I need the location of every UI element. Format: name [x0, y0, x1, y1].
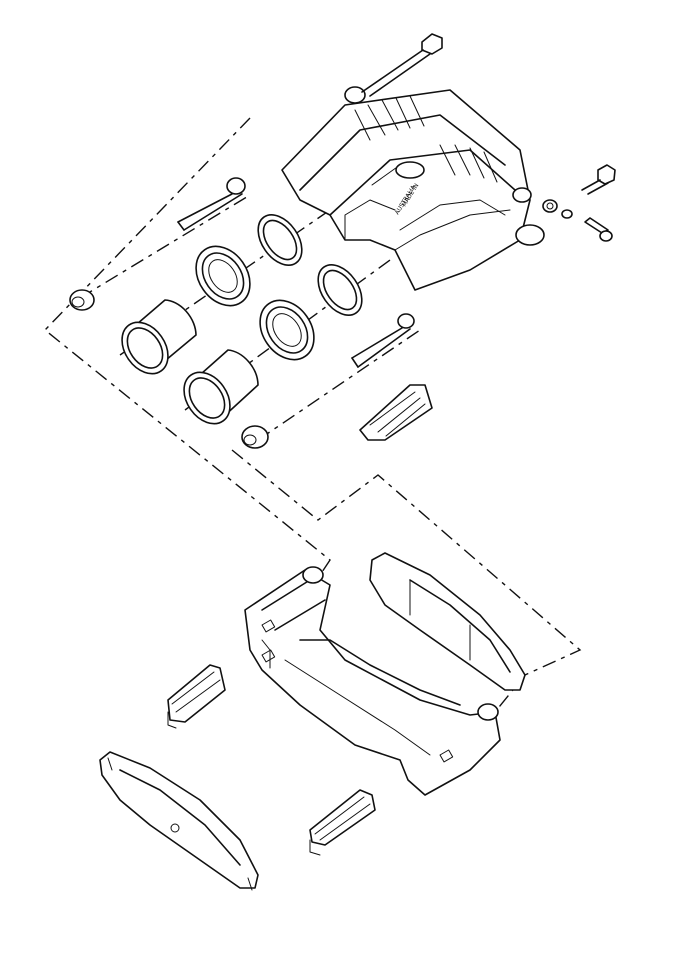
piston-seal-ring-lower [317, 264, 363, 316]
piston-seal-ring-upper [257, 214, 303, 266]
slide-pin-upper [177, 177, 246, 231]
brake-pad-inner [99, 751, 259, 891]
piston-upper [121, 299, 197, 375]
caliper-housing: MADE IN AUSTRALIA [281, 86, 545, 291]
guide-bolt-upper [361, 33, 443, 97]
slide-pin-lower [351, 313, 415, 368]
dust-boot-upper [195, 245, 251, 307]
anti-rattle-clip [359, 384, 433, 441]
brake-pad-outer [369, 552, 526, 691]
pad-clip-left [167, 664, 226, 729]
bushing-left-lower [241, 425, 269, 449]
pad-clip-bottom [309, 789, 376, 856]
bushing-small-right [542, 199, 558, 213]
caliper-bracket [244, 566, 501, 796]
dust-boot-lower [259, 299, 315, 361]
guide-bolt-right [581, 164, 616, 195]
piston-lower [183, 349, 259, 425]
bushing-left-upper [69, 289, 95, 311]
bleeder-screw [561, 209, 613, 242]
